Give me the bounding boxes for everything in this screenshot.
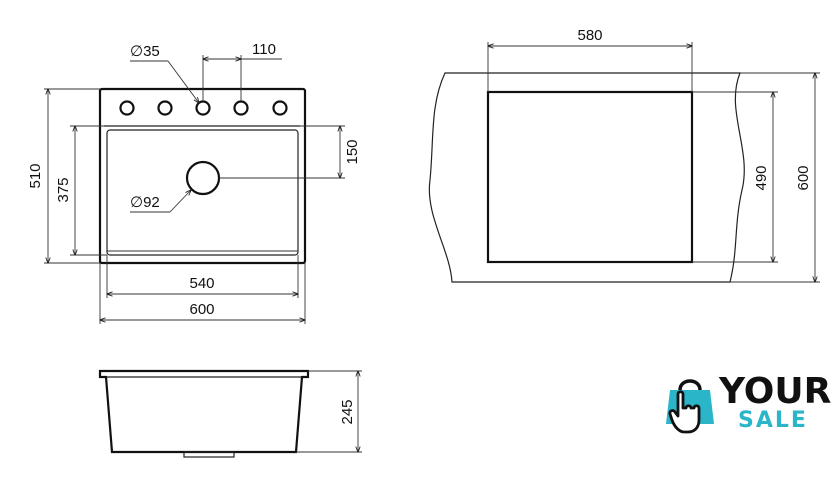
tap-hole	[233, 100, 249, 116]
drain-offset-label: 150	[344, 139, 361, 164]
shopping-bag-hand-icon	[666, 379, 714, 434]
sink-side-profile	[98, 369, 310, 454]
tap-hole	[157, 100, 173, 116]
brand-logo: YOUR SALE	[664, 372, 834, 442]
inner-depth-label: 375	[55, 177, 72, 202]
cutout-depth-label: 490	[753, 165, 770, 190]
sink-side-view: 245	[98, 369, 362, 458]
logo-text-sale: SALE	[738, 408, 808, 433]
hole-diameter-leader-diag	[167, 60, 199, 103]
tap-hole	[272, 100, 288, 116]
countertop-outline	[428, 72, 745, 283]
sink-bowl-outline	[106, 129, 299, 256]
tap-hole	[195, 100, 211, 116]
hole-spacing-label: 110	[252, 41, 276, 58]
outer-depth-label: 510	[27, 163, 44, 188]
drain-diameter-leader-diag	[169, 190, 191, 213]
cabinet-depth-label: 600	[795, 165, 812, 190]
hole-diameter-label: ∅35	[130, 43, 160, 60]
cutout-rectangle	[486, 90, 694, 264]
cutout-width-label: 580	[577, 27, 602, 44]
outer-width-label: 600	[189, 301, 214, 318]
inner-width-label: 540	[189, 275, 214, 292]
sink-top-view: ∅35 110 150 ∅92 375 510 540 60	[27, 41, 361, 324]
bowl-depth-label: 245	[339, 399, 356, 424]
logo-text-your: YOUR	[719, 371, 832, 412]
drain-hole	[185, 160, 221, 196]
tap-hole	[119, 100, 135, 116]
drain-outlet-profile	[183, 451, 235, 458]
tap-holes	[119, 100, 288, 116]
cutout-view: 580 490 600	[428, 27, 820, 283]
drain-diameter-label: ∅92	[130, 194, 160, 211]
sink-outer-rim	[98, 87, 307, 265]
